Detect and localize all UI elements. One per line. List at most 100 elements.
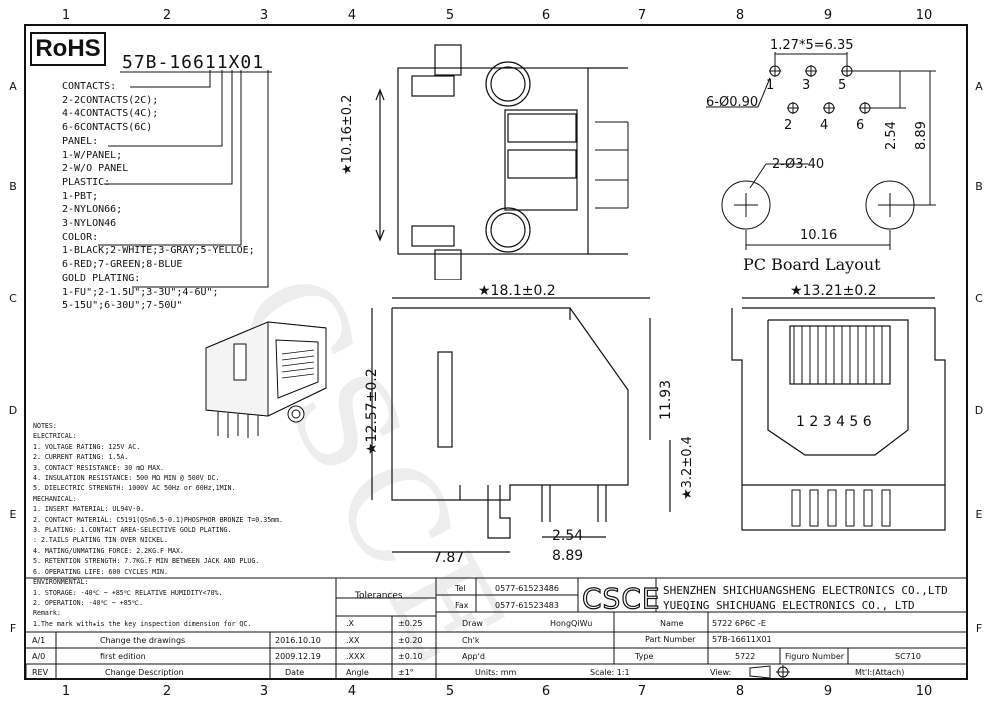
- hole-number-label: 3: [802, 78, 811, 93]
- note-line: ENVIRONMENTAL:: [33, 578, 89, 587]
- spec-line: 2-2CONTACTS(2C);: [62, 94, 159, 106]
- company-logo: CSCE: [581, 581, 661, 615]
- tolerance-key: .XXX: [346, 652, 365, 661]
- spec-line: 1-FU";2-1.5U";3-3U";4-6U";: [62, 286, 219, 298]
- revision-id: A/1: [32, 636, 46, 645]
- zone-col-label-bottom: 7: [637, 684, 647, 699]
- fax-label: Fax: [455, 601, 469, 610]
- tolerance-value: ±0.20: [398, 636, 423, 645]
- note-line: 2. CURRENT RATING: 1.5A.: [33, 453, 129, 462]
- zone-row-label-right: A: [975, 80, 983, 93]
- tel-label: Tel: [455, 584, 466, 593]
- note-line: NOTES:: [33, 422, 57, 430]
- front-view-drawing: [731, 297, 946, 531]
- spec-line: 1-BLACK;2-WHITE;3-GRAY;5-YELLOE;: [62, 245, 255, 257]
- zone-col-label-bottom: 8: [735, 684, 745, 699]
- spec-line: 1-W/PANEL;: [62, 149, 123, 161]
- figure-value: SC710: [895, 652, 921, 661]
- spec-line: PANEL:: [62, 135, 99, 147]
- zone-col-label-bottom: 3: [259, 684, 269, 699]
- note-line: 2. CONTACT MATERIAL: C5191(QSn6.5-0.1)PH…: [33, 515, 284, 524]
- zone-col-label-top: 3: [259, 8, 269, 23]
- part-label: Part Number: [645, 635, 696, 644]
- fax-value: 0577-61523483: [495, 601, 559, 610]
- view-label: View:: [710, 668, 732, 677]
- name-label: Name: [660, 619, 684, 628]
- drawing-frame: [24, 24, 968, 680]
- hole-number-label: 4: [820, 118, 829, 133]
- zone-col-label-top: 10: [915, 8, 933, 23]
- spec-line: 2-NYLON66;: [62, 204, 123, 216]
- spec-line: 6-6CONTACTS(6C): [62, 122, 153, 134]
- zone-col-label-bottom: 10: [915, 684, 933, 699]
- side-length-dim: ★18.1±0.2: [478, 283, 556, 299]
- part-value: 57B-16611X01: [712, 635, 772, 644]
- note-line: 1.The mark with★is the key inspection di…: [33, 619, 252, 628]
- chk-label: Ch'k: [462, 636, 480, 645]
- revision-date: 2016.10.10: [275, 636, 321, 645]
- spec-line: COLOR:: [62, 231, 99, 243]
- zone-row-label-left: E: [9, 508, 17, 521]
- zone-col-label-bottom: 1: [61, 684, 71, 699]
- pitch-dim: 1.27*5=6.35: [770, 38, 854, 53]
- front-width-dim: ★13.21±0.2: [790, 283, 877, 299]
- note-line: 3. CONTACT RESISTANCE: 30 mΩ MAX.: [33, 463, 165, 472]
- zone-col-label-top: 7: [637, 8, 647, 23]
- jack-isometric-view: [205, 321, 327, 438]
- zone-col-label-top: 8: [735, 8, 745, 23]
- side-pitch-dim: 2.54: [552, 528, 584, 544]
- note-line: 6. OPERATING LIFE: 600 CYCLES MIN.: [33, 567, 168, 576]
- tolerance-key: Angle: [346, 668, 369, 677]
- note-line: 1. STORAGE: -40℃ ~ +85℃ RELATIVE HUMIDIT…: [33, 588, 223, 597]
- scale-label: Scale: 1:1: [590, 668, 630, 677]
- hole-number-label: 2: [784, 118, 793, 133]
- zone-col-label-top: 5: [445, 8, 455, 23]
- note-line: Remark:: [33, 609, 61, 618]
- rohs-badge: RoHS: [30, 32, 106, 66]
- rev-desc-header: Change Description: [105, 668, 184, 677]
- note-line: 2. OPERATION: -40℃ ~ +85℃.: [33, 598, 144, 607]
- company-name-1: SHENZHEN SHICHUANGSHENG ELECTRONICS CO.,…: [663, 584, 948, 597]
- zone-row-label-left: D: [8, 404, 18, 417]
- tel-value: 0577-61523486: [495, 584, 559, 593]
- zone-col-label-top: 6: [541, 8, 551, 23]
- zone-row-label-left: B: [9, 180, 17, 193]
- figure-label: Figuro Number: [785, 652, 845, 661]
- zone-row-label-right: B: [975, 180, 983, 193]
- note-line: MECHANICAL:: [33, 494, 77, 503]
- material-label: Mt'l:(Attach): [855, 668, 905, 677]
- draw-value: HongQiWu: [550, 619, 593, 628]
- pin-numbers: 1 2 3 4 5 6: [796, 414, 872, 430]
- note-line: ELECTRICAL:: [33, 432, 77, 441]
- revision-date: 2009.12.19: [275, 652, 321, 661]
- type-value: 5722: [735, 652, 756, 661]
- zone-col-label-bottom: 4: [347, 684, 357, 699]
- side-view-drawing: [371, 297, 671, 553]
- tolerance-key: .XX: [346, 636, 360, 645]
- rev-header: REV: [32, 668, 49, 677]
- note-line: : 2.TAILS PLATING TIN OVER NICKEL.: [33, 536, 168, 545]
- appd-label: App'd: [462, 652, 485, 661]
- small-holes-dim: 6-Ø0.90: [706, 95, 759, 110]
- zone-col-label-top: 2: [162, 8, 172, 23]
- zone-row-label-right: E: [975, 508, 983, 521]
- spec-line: PLASTIC:: [62, 176, 111, 188]
- note-line: 4. INSULATION RESISTANCE: 500 MΩ MIN @ 5…: [33, 474, 220, 483]
- revision-description: first edition: [100, 652, 146, 661]
- zone-row-label-right: F: [975, 622, 983, 635]
- note-line: 4. MATING/UNMATING FORCE: 2.2KG.F MAX.: [33, 546, 184, 555]
- zone-col-label-top: 4: [347, 8, 357, 23]
- zone-row-label-left: C: [9, 292, 17, 305]
- note-line: 1. INSERT MATERIAL: UL94V-0.: [33, 505, 145, 514]
- notes-block: NOTES:ELECTRICAL:1. VOLTAGE RATING: 125V…: [33, 421, 283, 629]
- pcb-layout-drawing: [706, 52, 936, 250]
- zone-row-label-left: A: [9, 80, 17, 93]
- spec-line: 4-4CONTACTS(4C);: [62, 108, 159, 120]
- zone-col-label-top: 1: [61, 8, 71, 23]
- units-label: Units: mm: [475, 668, 517, 677]
- hole-number-label: 6: [856, 118, 865, 133]
- hole-number-label: 5: [838, 78, 847, 93]
- pcb-layout-title: PC Board Layout: [743, 255, 881, 274]
